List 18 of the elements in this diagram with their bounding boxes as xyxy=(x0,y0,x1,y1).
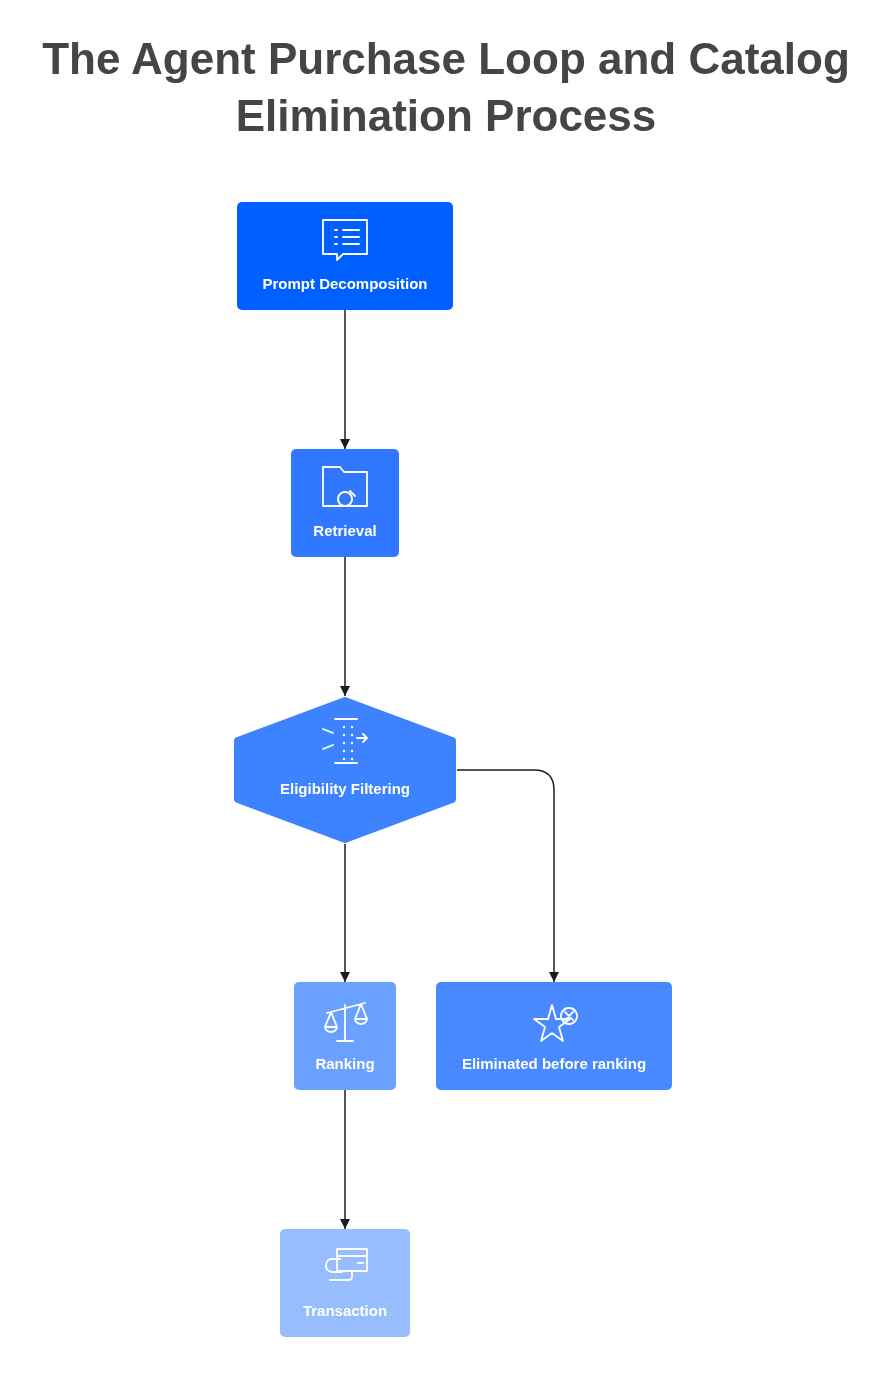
process-box xyxy=(436,982,672,1090)
arrow xyxy=(340,309,350,450)
node-label: Ranking xyxy=(315,1055,375,1072)
arrow xyxy=(456,769,559,983)
process-box xyxy=(280,1229,410,1337)
decision-hexagon xyxy=(233,696,457,844)
arrow xyxy=(340,843,350,983)
arrow xyxy=(340,1089,350,1230)
diagram-title: The Agent Purchase Loop and Catalog Elimination Process xyxy=(41,33,851,142)
process-box xyxy=(294,982,396,1090)
node-label: Eligibility Filtering xyxy=(280,780,410,797)
arrow xyxy=(340,556,350,697)
node-label: Eliminated before ranking xyxy=(461,1055,647,1072)
process-box xyxy=(291,449,399,557)
process-box xyxy=(237,202,453,310)
node-label: Retrieval xyxy=(313,522,377,539)
node-label: Prompt Decomposition xyxy=(262,275,428,292)
node-label: Transaction xyxy=(302,1302,388,1319)
